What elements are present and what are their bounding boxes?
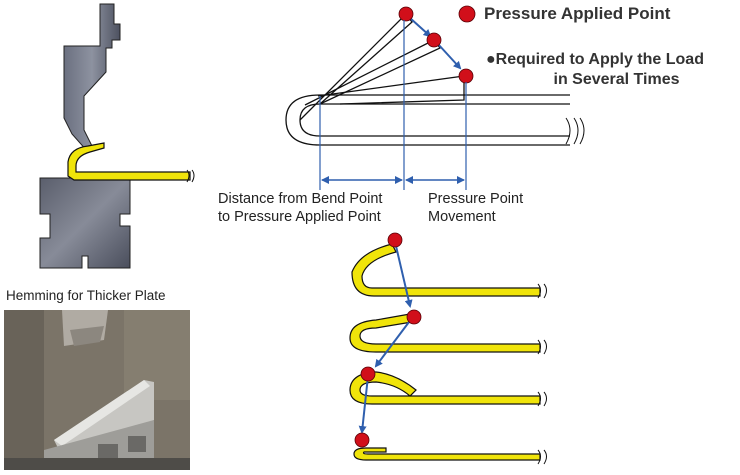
legend-label: Pressure Applied Point [484, 4, 671, 23]
hemming-photo [4, 310, 190, 470]
distance-label: Distance from Bend Point to Pressure App… [218, 190, 382, 226]
hem-stage-4 [353, 447, 547, 465]
pressure-points-stages [354, 232, 422, 448]
movement-label-line-1: Pressure Point [428, 191, 524, 207]
workpiece-sheet [67, 142, 195, 183]
note-bullet: ● [486, 51, 496, 68]
hem-outline-stages [285, 13, 585, 146]
distance-label-line-2: to Pressure Applied Point [218, 209, 381, 225]
note-line-1: Required to Apply the Load [495, 51, 704, 68]
die-tool [39, 177, 131, 269]
stage-sequence-arrows [358, 245, 413, 434]
hem-stage-2 [349, 313, 547, 355]
distance-label-line-1: Distance from Bend Point [218, 191, 383, 207]
note-text: ●Required to Apply the Load in Several T… [486, 50, 740, 90]
hemming-photo-illustration [4, 310, 190, 470]
dimension-extension-lines [319, 20, 467, 190]
hem-stage-3 [349, 371, 547, 407]
punch-tool [63, 3, 121, 153]
photo-caption: Hemming for Thicker Plate [6, 288, 166, 303]
movement-label-line-2: Movement [428, 209, 496, 225]
movement-label: Pressure Point Movement [428, 190, 523, 226]
legend-pressure-point-marker [458, 5, 476, 23]
hem-stage-1 [351, 243, 547, 299]
pressure-progress-arrows [409, 17, 462, 70]
note-line-2: in Several Times [553, 71, 680, 88]
